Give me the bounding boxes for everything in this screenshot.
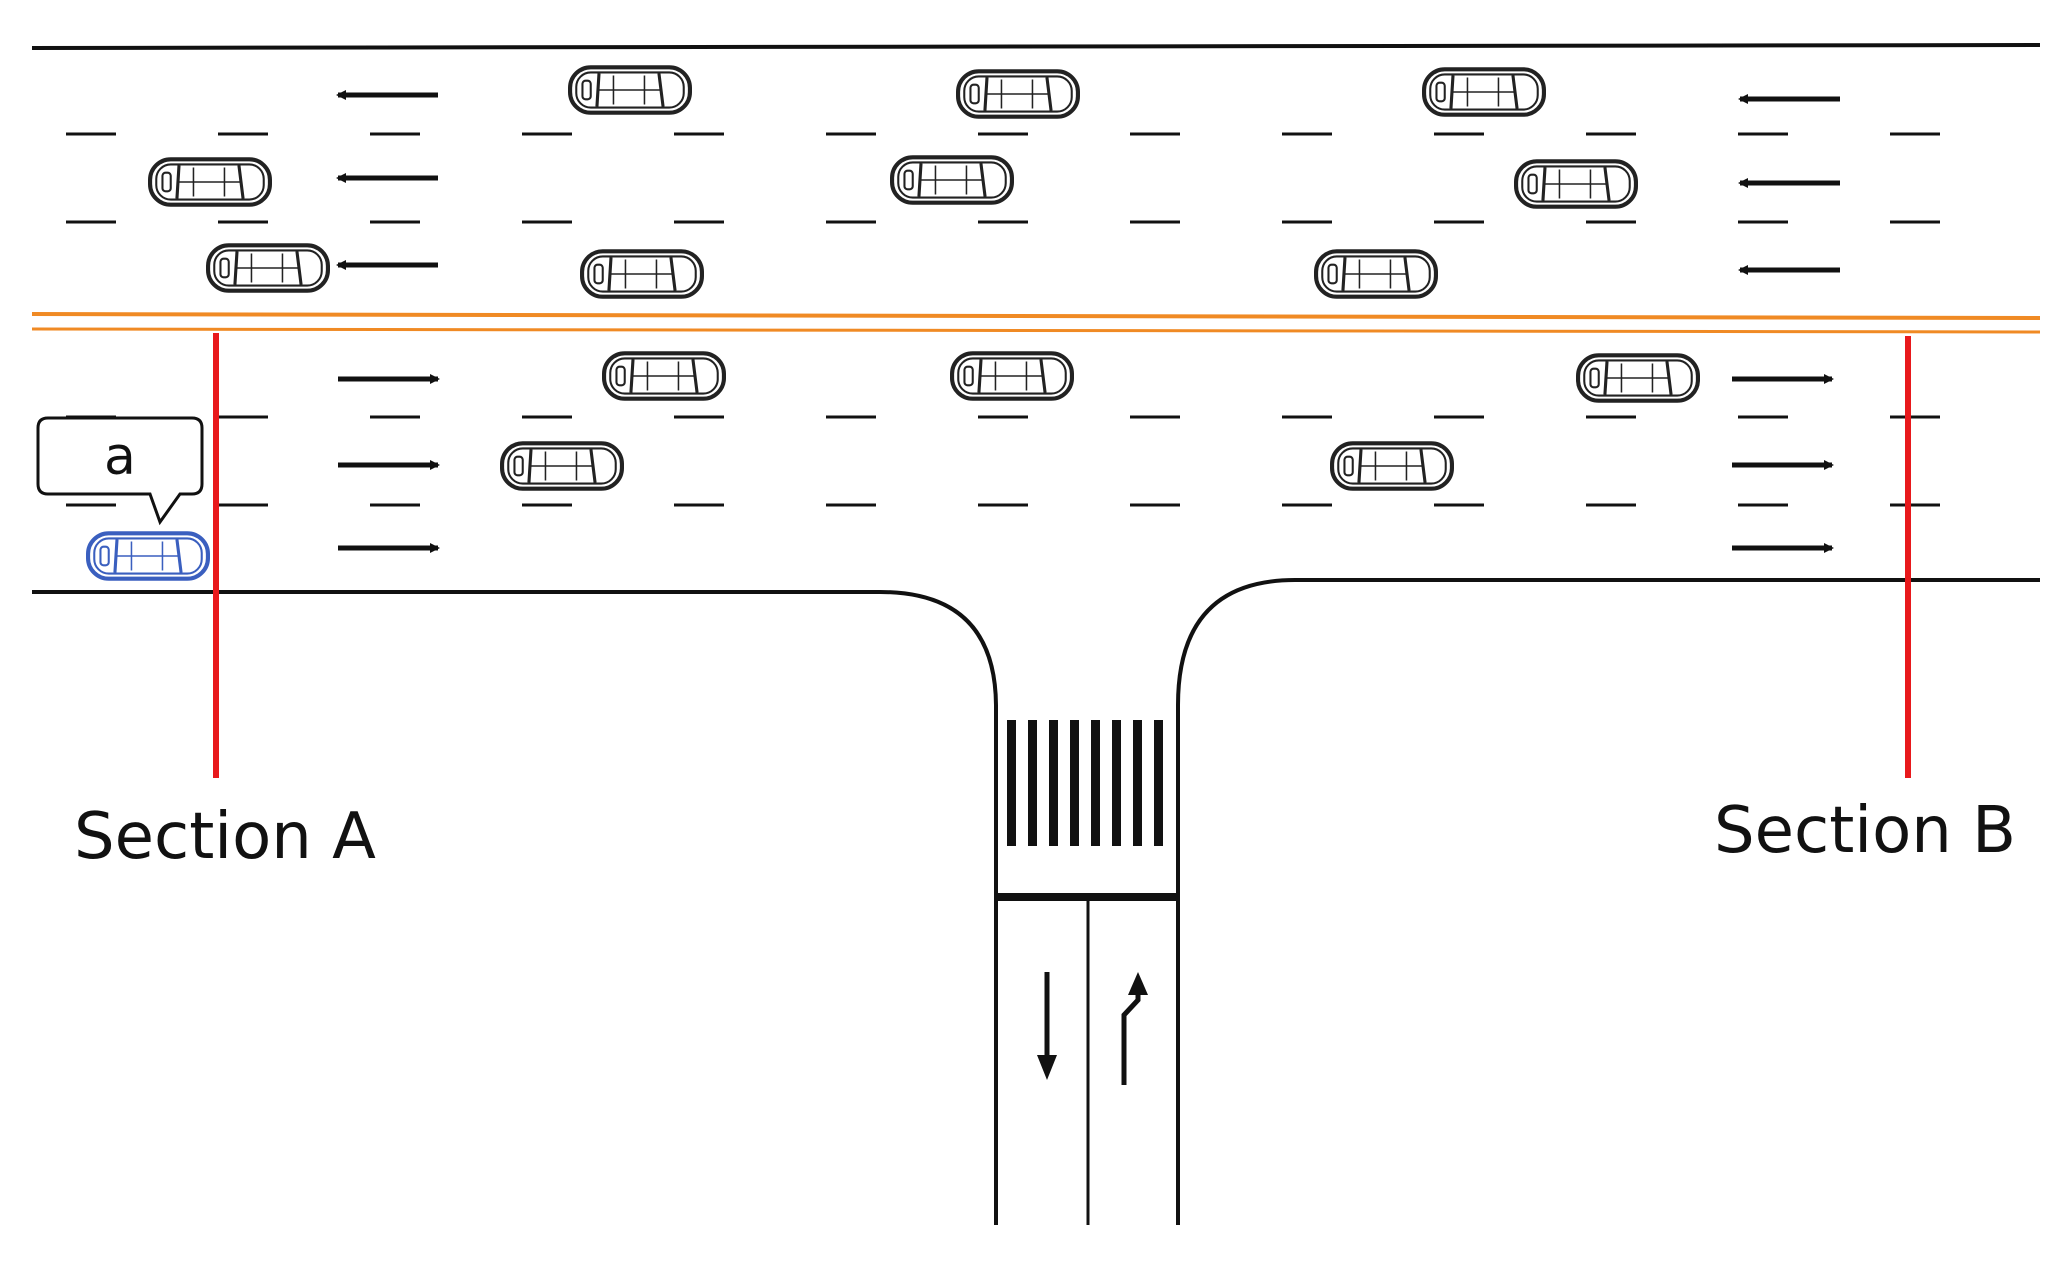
car-top-view-icon [892, 157, 1012, 202]
crosswalk-stripe [1091, 720, 1100, 846]
car-top-view-icon [958, 71, 1078, 116]
car-top-view-icon [1578, 355, 1698, 400]
car-top-view-icon [208, 245, 328, 290]
crosswalk-stripe [1007, 720, 1016, 846]
car-top-view-icon [1424, 69, 1544, 114]
crosswalk [1007, 720, 1163, 846]
vehicles [150, 67, 1698, 488]
callout-label: a [104, 427, 136, 487]
section-a-label: Section A [74, 800, 376, 874]
section-b-label: Section B [1714, 794, 2016, 868]
car-top-view-icon [1332, 443, 1452, 488]
crosswalk-stripe [1049, 720, 1058, 846]
arrow-turn-right-icon [1121, 972, 1148, 1085]
lane-arrows [336, 90, 1840, 553]
car-top-view-icon [150, 159, 270, 204]
crosswalk-stripe [1133, 720, 1142, 846]
car-top-view-icon [604, 353, 724, 398]
crosswalk-stripe [1154, 720, 1163, 846]
car-top-view-icon [952, 353, 1072, 398]
crosswalk-stripe [1028, 720, 1037, 846]
car-top-view-icon [1516, 161, 1636, 206]
car-top-view-icon [502, 443, 622, 488]
road-bottom-edge-right [1176, 578, 2040, 1225]
car-top-view-icon [570, 67, 690, 112]
lane-dashes [66, 132, 1940, 507]
car-top-view-icon [88, 533, 208, 578]
car-top-view-icon [582, 251, 702, 296]
crosswalk-stripe [1070, 720, 1079, 846]
center-line-lower [31, 327, 2041, 334]
car-top-view-icon [1316, 251, 1436, 296]
arrow-down-icon [1037, 972, 1057, 1080]
center-line-upper [31, 312, 2041, 320]
crosswalk-stripe [1112, 720, 1121, 846]
road-bottom-edge-left [32, 590, 998, 1225]
road-top-edge [31, 43, 2041, 50]
callout-bubble [36, 416, 204, 526]
